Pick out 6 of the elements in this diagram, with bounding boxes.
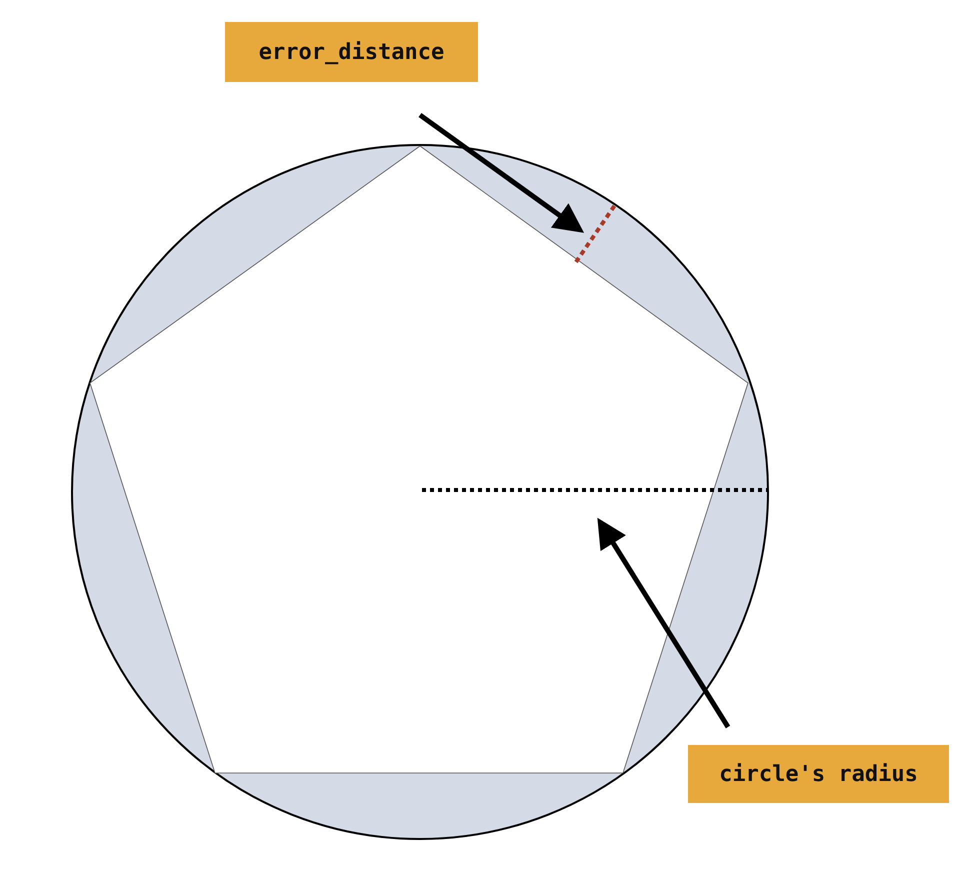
callout-label: circle's radius xyxy=(688,745,949,803)
arrow xyxy=(597,518,730,728)
callout-label: error_distance xyxy=(225,22,478,82)
dotted-line xyxy=(574,204,617,264)
arrow xyxy=(418,112,584,233)
dotted-line xyxy=(422,488,767,492)
